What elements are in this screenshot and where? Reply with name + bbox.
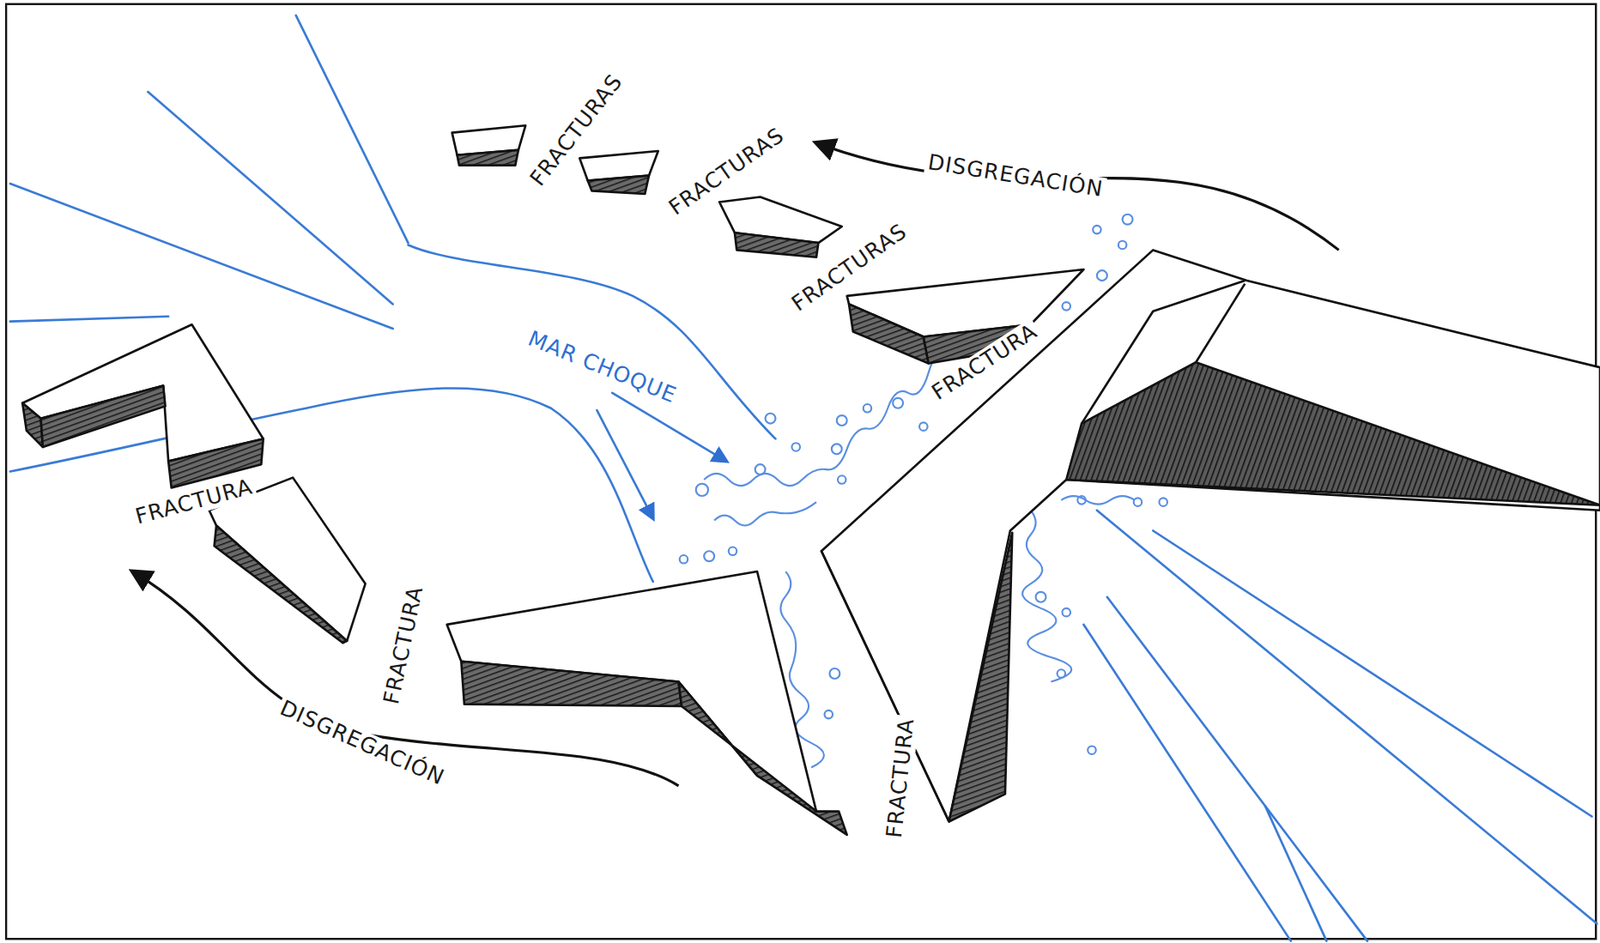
block-side xyxy=(848,303,929,364)
sea-line xyxy=(1152,530,1592,817)
block-side xyxy=(41,386,166,448)
bubble xyxy=(1036,592,1047,603)
sea-line xyxy=(408,244,776,439)
sea-line xyxy=(10,183,394,329)
sea-arrow xyxy=(596,410,653,519)
block-side xyxy=(214,526,348,644)
sea-line xyxy=(1083,624,1291,942)
wave-curl xyxy=(714,502,817,526)
sea-line xyxy=(1107,597,1368,942)
sea-label: MAR CHOQUE xyxy=(521,326,682,410)
bubble xyxy=(836,415,848,426)
bubble xyxy=(829,668,840,679)
bubble xyxy=(1158,497,1168,507)
bubble xyxy=(863,404,873,413)
block-top xyxy=(821,249,1600,822)
block-side xyxy=(460,661,682,707)
bubble xyxy=(728,547,738,557)
sea-line xyxy=(1096,510,1598,925)
bubble xyxy=(824,710,834,720)
sea-line xyxy=(1265,806,1327,942)
block-side xyxy=(22,403,43,448)
block-side xyxy=(457,150,519,166)
bubble xyxy=(1118,241,1128,250)
bubble xyxy=(1077,496,1086,505)
bubble xyxy=(1133,497,1143,507)
bubble xyxy=(679,555,689,564)
bubble xyxy=(1062,302,1072,311)
block-edge xyxy=(1081,280,1245,425)
wave-curl xyxy=(1022,510,1072,683)
block-side xyxy=(734,232,819,258)
sea-line xyxy=(10,316,169,322)
bubble xyxy=(831,443,843,455)
sea-line xyxy=(147,91,393,304)
block-side xyxy=(587,175,649,194)
bubble xyxy=(1096,270,1108,281)
bubble xyxy=(1087,745,1097,755)
block-edge xyxy=(1195,284,1245,364)
bubble xyxy=(1062,608,1072,618)
building-blocks xyxy=(22,125,1600,836)
block-side xyxy=(1066,362,1600,506)
bubble xyxy=(1057,669,1067,679)
flow-label: DISGREGACIÓN xyxy=(923,149,1108,201)
bubble xyxy=(703,551,715,562)
bubble xyxy=(919,422,928,431)
bubble xyxy=(765,413,776,425)
bubble xyxy=(1092,225,1102,235)
block-side xyxy=(678,682,848,836)
bubble xyxy=(1122,214,1134,225)
bubble xyxy=(696,484,709,497)
sea-line xyxy=(296,15,409,243)
bubble xyxy=(791,442,800,452)
fracture-label: FRACTURA xyxy=(881,714,919,842)
block-side xyxy=(821,533,1013,823)
bubble xyxy=(892,398,904,409)
bubble xyxy=(837,475,847,485)
block-top xyxy=(22,324,264,461)
flow-arrows xyxy=(133,143,1340,787)
wave-curl xyxy=(1060,496,1135,505)
bubble xyxy=(755,464,766,475)
fracture-label: FRACTURA xyxy=(378,581,428,709)
